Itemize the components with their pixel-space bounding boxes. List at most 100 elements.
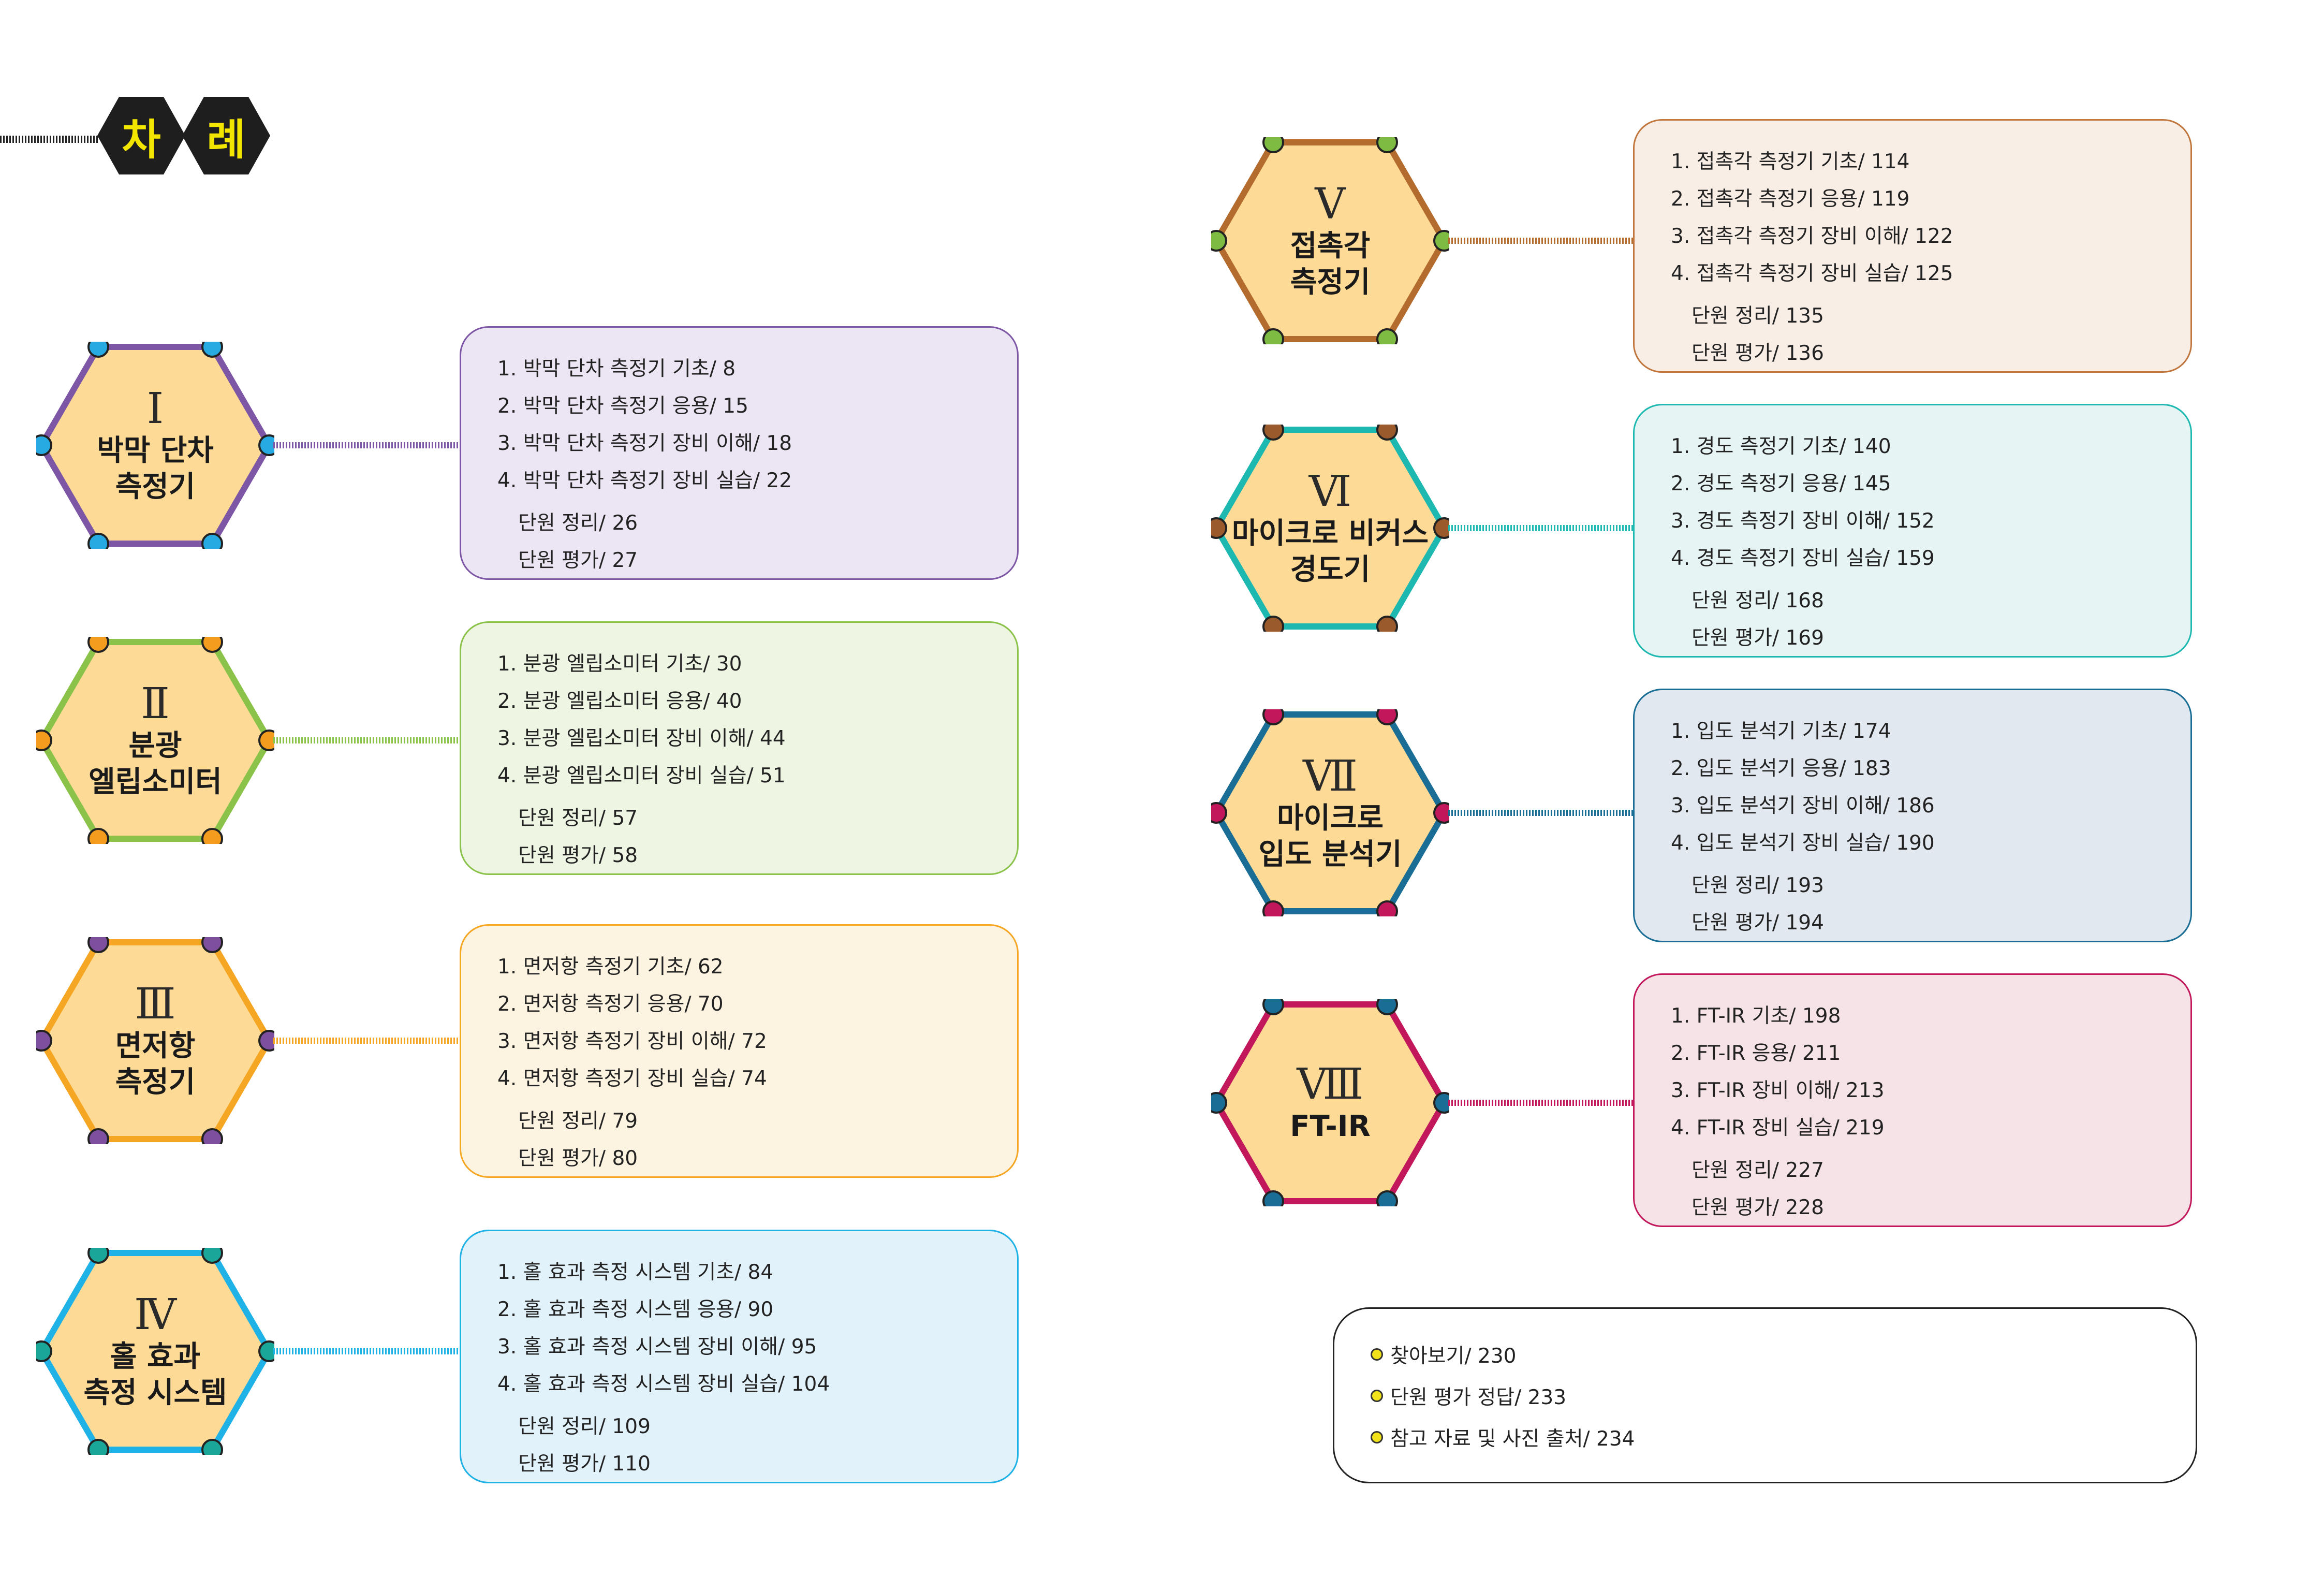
unit-summary-item[interactable]: 단원 정리/ 168 <box>1691 589 1824 612</box>
vertex-dot <box>87 1128 109 1144</box>
vertex-dot <box>1376 425 1398 441</box>
chapter-item[interactable]: 4. 박막 단차 측정기 장비 실습/ 22 <box>497 469 792 492</box>
unit-title: 마이크로 <box>1276 801 1384 835</box>
vertex-dot <box>1376 900 1398 916</box>
unit-numeral: Ⅷ <box>1297 1060 1364 1109</box>
chapter-item[interactable]: 2. 면저항 측정기 응용/ 70 <box>497 993 724 1016</box>
unit-title: 측정기 <box>1290 266 1371 299</box>
vertex-dot <box>1262 425 1284 441</box>
chapter-item[interactable]: 2. 입도 분석기 응용/ 183 <box>1671 757 1891 780</box>
chapter-item[interactable]: 3. 박막 단차 측정기 장비 이해/ 18 <box>497 432 792 455</box>
chapter-item[interactable]: 3. 경도 측정기 장비 이해/ 152 <box>1671 509 1935 533</box>
appendix-label: 단원 평가 정답/ 233 <box>1390 1386 1567 1409</box>
connector-line <box>1448 1100 1633 1106</box>
chapter-item[interactable]: 2. 박막 단차 측정기 응용/ 15 <box>497 395 748 418</box>
chapter-item[interactable]: 1. FT-IR 기초/ 198 <box>1671 1004 1841 1028</box>
unit-title: 면저항 <box>115 1029 196 1063</box>
unit-evaluation-item[interactable]: 단원 평가/ 80 <box>518 1147 638 1170</box>
chapter-item[interactable]: 1. 박막 단차 측정기 기초/ 8 <box>497 357 736 381</box>
vertex-dot <box>36 730 52 751</box>
chapter-item[interactable]: 3. 면저항 측정기 장비 이해/ 72 <box>497 1030 767 1053</box>
chapter-item[interactable]: 1. 경도 측정기 기초/ 140 <box>1671 435 1891 458</box>
chapter-item[interactable]: 3. 입도 분석기 장비 이해/ 186 <box>1671 794 1935 818</box>
chapter-item[interactable]: 2. 경도 측정기 응용/ 145 <box>1671 472 1891 495</box>
chapter-item[interactable]: 4. 입도 분석기 장비 실습/ 190 <box>1671 832 1935 855</box>
chapter-item[interactable]: 1. 접촉각 측정기 기초/ 114 <box>1671 150 1910 173</box>
unit-summary-item[interactable]: 단원 정리/ 193 <box>1691 874 1824 897</box>
unit-evaluation-item[interactable]: 단원 평가/ 136 <box>1691 342 1824 365</box>
chapter-item[interactable]: 3. FT-IR 장비 이해/ 213 <box>1671 1079 1885 1102</box>
unit-summary-item[interactable]: 단원 정리/ 26 <box>518 512 638 535</box>
unit-summary-item[interactable]: 단원 정리/ 57 <box>518 807 638 830</box>
unit-summary-item[interactable]: 단원 정리/ 227 <box>1691 1159 1824 1182</box>
chapter-item[interactable]: 4. 경도 측정기 장비 실습/ 159 <box>1671 547 1935 570</box>
vertex-dot <box>1262 709 1284 725</box>
chapter-list-box: 1. 면저항 측정기 기초/ 62 2. 면저항 측정기 응용/ 70 3. 면저항… <box>460 924 1019 1178</box>
appendix-label: 찾아보기/ 230 <box>1390 1345 1517 1368</box>
chapter-item[interactable]: 4. 분광 엘립소미터 장비 실습/ 51 <box>497 764 786 787</box>
chapter-item[interactable]: 2. 접촉각 측정기 응용/ 119 <box>1671 187 1910 211</box>
appendix-item[interactable]: 단원 평가 정답/ 233 <box>1371 1381 1566 1410</box>
chapter-item[interactable]: 1. 면저항 측정기 기초/ 62 <box>497 955 724 979</box>
vertex-dot <box>201 937 223 953</box>
bullet-icon <box>1371 1348 1383 1361</box>
chapter-list-box: 1. 분광 엘립소미터 기초/ 30 2. 분광 엘립소미터 응용/ 40 3. 분… <box>460 621 1019 875</box>
chapter-item[interactable]: 4. 홀 효과 측정 시스템 장비 실습/ 104 <box>497 1373 830 1396</box>
unit-summary-item[interactable]: 단원 정리/ 79 <box>518 1110 638 1133</box>
chapter-list-box: 1. 접촉각 측정기 기초/ 114 2. 접촉각 측정기 응용/ 119 3. 접… <box>1633 119 2192 373</box>
chapter-item[interactable]: 4. 접촉각 측정기 장비 실습/ 125 <box>1671 262 1953 285</box>
unit-evaluation-item[interactable]: 단원 평가/ 110 <box>518 1452 651 1476</box>
unit-summary-item[interactable]: 단원 정리/ 135 <box>1691 304 1824 328</box>
vertex-dot <box>1376 616 1398 632</box>
vertex-dot <box>1376 999 1398 1015</box>
unit-evaluation-item[interactable]: 단원 평가/ 58 <box>518 844 638 867</box>
vertex-dot <box>1262 999 1284 1015</box>
vertex-dot <box>1211 517 1227 539</box>
vertex-dot <box>201 1439 223 1455</box>
vertex-dot <box>36 434 52 456</box>
vertex-dot <box>1211 230 1227 252</box>
vertex-dot <box>87 937 109 953</box>
unit-summary-item[interactable]: 단원 정리/ 109 <box>518 1415 651 1438</box>
chapter-item[interactable]: 2. FT-IR 응용/ 211 <box>1671 1042 1841 1065</box>
chapter-item[interactable]: 3. 홀 효과 측정 시스템 장비 이해/ 95 <box>497 1335 817 1359</box>
vertex-dot <box>1433 517 1449 539</box>
vertex-dot <box>258 1030 274 1052</box>
chapter-list-box: 1. FT-IR 기초/ 198 2. FT-IR 응용/ 211 3. FT-IR… <box>1633 973 2192 1227</box>
connector-line <box>273 1348 460 1354</box>
chapter-item[interactable]: 4. 면저항 측정기 장비 실습/ 74 <box>497 1067 767 1090</box>
chapter-item[interactable]: 4. FT-IR 장비 실습/ 219 <box>1671 1116 1885 1140</box>
chapter-item[interactable]: 1. 분광 엘립소미터 기초/ 30 <box>497 652 742 676</box>
bullet-icon <box>1371 1431 1383 1443</box>
connector-line <box>273 442 460 448</box>
chapter-item[interactable]: 3. 접촉각 측정기 장비 이해/ 122 <box>1671 225 1953 248</box>
vertex-dot <box>201 637 223 653</box>
appendix-item[interactable]: 찾아보기/ 230 <box>1371 1340 1517 1369</box>
unit-evaluation-item[interactable]: 단원 평가/ 169 <box>1691 626 1824 650</box>
chapter-item[interactable]: 3. 분광 엘립소미터 장비 이해/ 44 <box>497 727 786 750</box>
chapter-item[interactable]: 1. 입도 분석기 기초/ 174 <box>1671 720 1891 743</box>
unit-evaluation-item[interactable]: 단원 평가/ 194 <box>1691 911 1824 935</box>
chapter-item[interactable]: 2. 홀 효과 측정 시스템 응용/ 90 <box>497 1298 774 1321</box>
unit-evaluation-item[interactable]: 단원 평가/ 228 <box>1691 1196 1824 1219</box>
unit-title: 마이크로 비커스 <box>1231 517 1429 550</box>
appendix-item[interactable]: 참고 자료 및 사진 출처/ 234 <box>1371 1423 1635 1452</box>
vertex-dot <box>1376 1190 1398 1206</box>
vertex-dot <box>1433 802 1449 824</box>
unit-evaluation-item[interactable]: 단원 평가/ 27 <box>518 549 638 572</box>
unit-title: 측정기 <box>115 1066 196 1099</box>
chapter-item[interactable]: 1. 홀 효과 측정 시스템 기초/ 84 <box>497 1261 774 1284</box>
connector-line <box>1448 525 1633 531</box>
vertex-dot <box>1376 137 1398 153</box>
chapter-item[interactable]: 2. 분광 엘립소미터 응용/ 40 <box>497 690 742 713</box>
